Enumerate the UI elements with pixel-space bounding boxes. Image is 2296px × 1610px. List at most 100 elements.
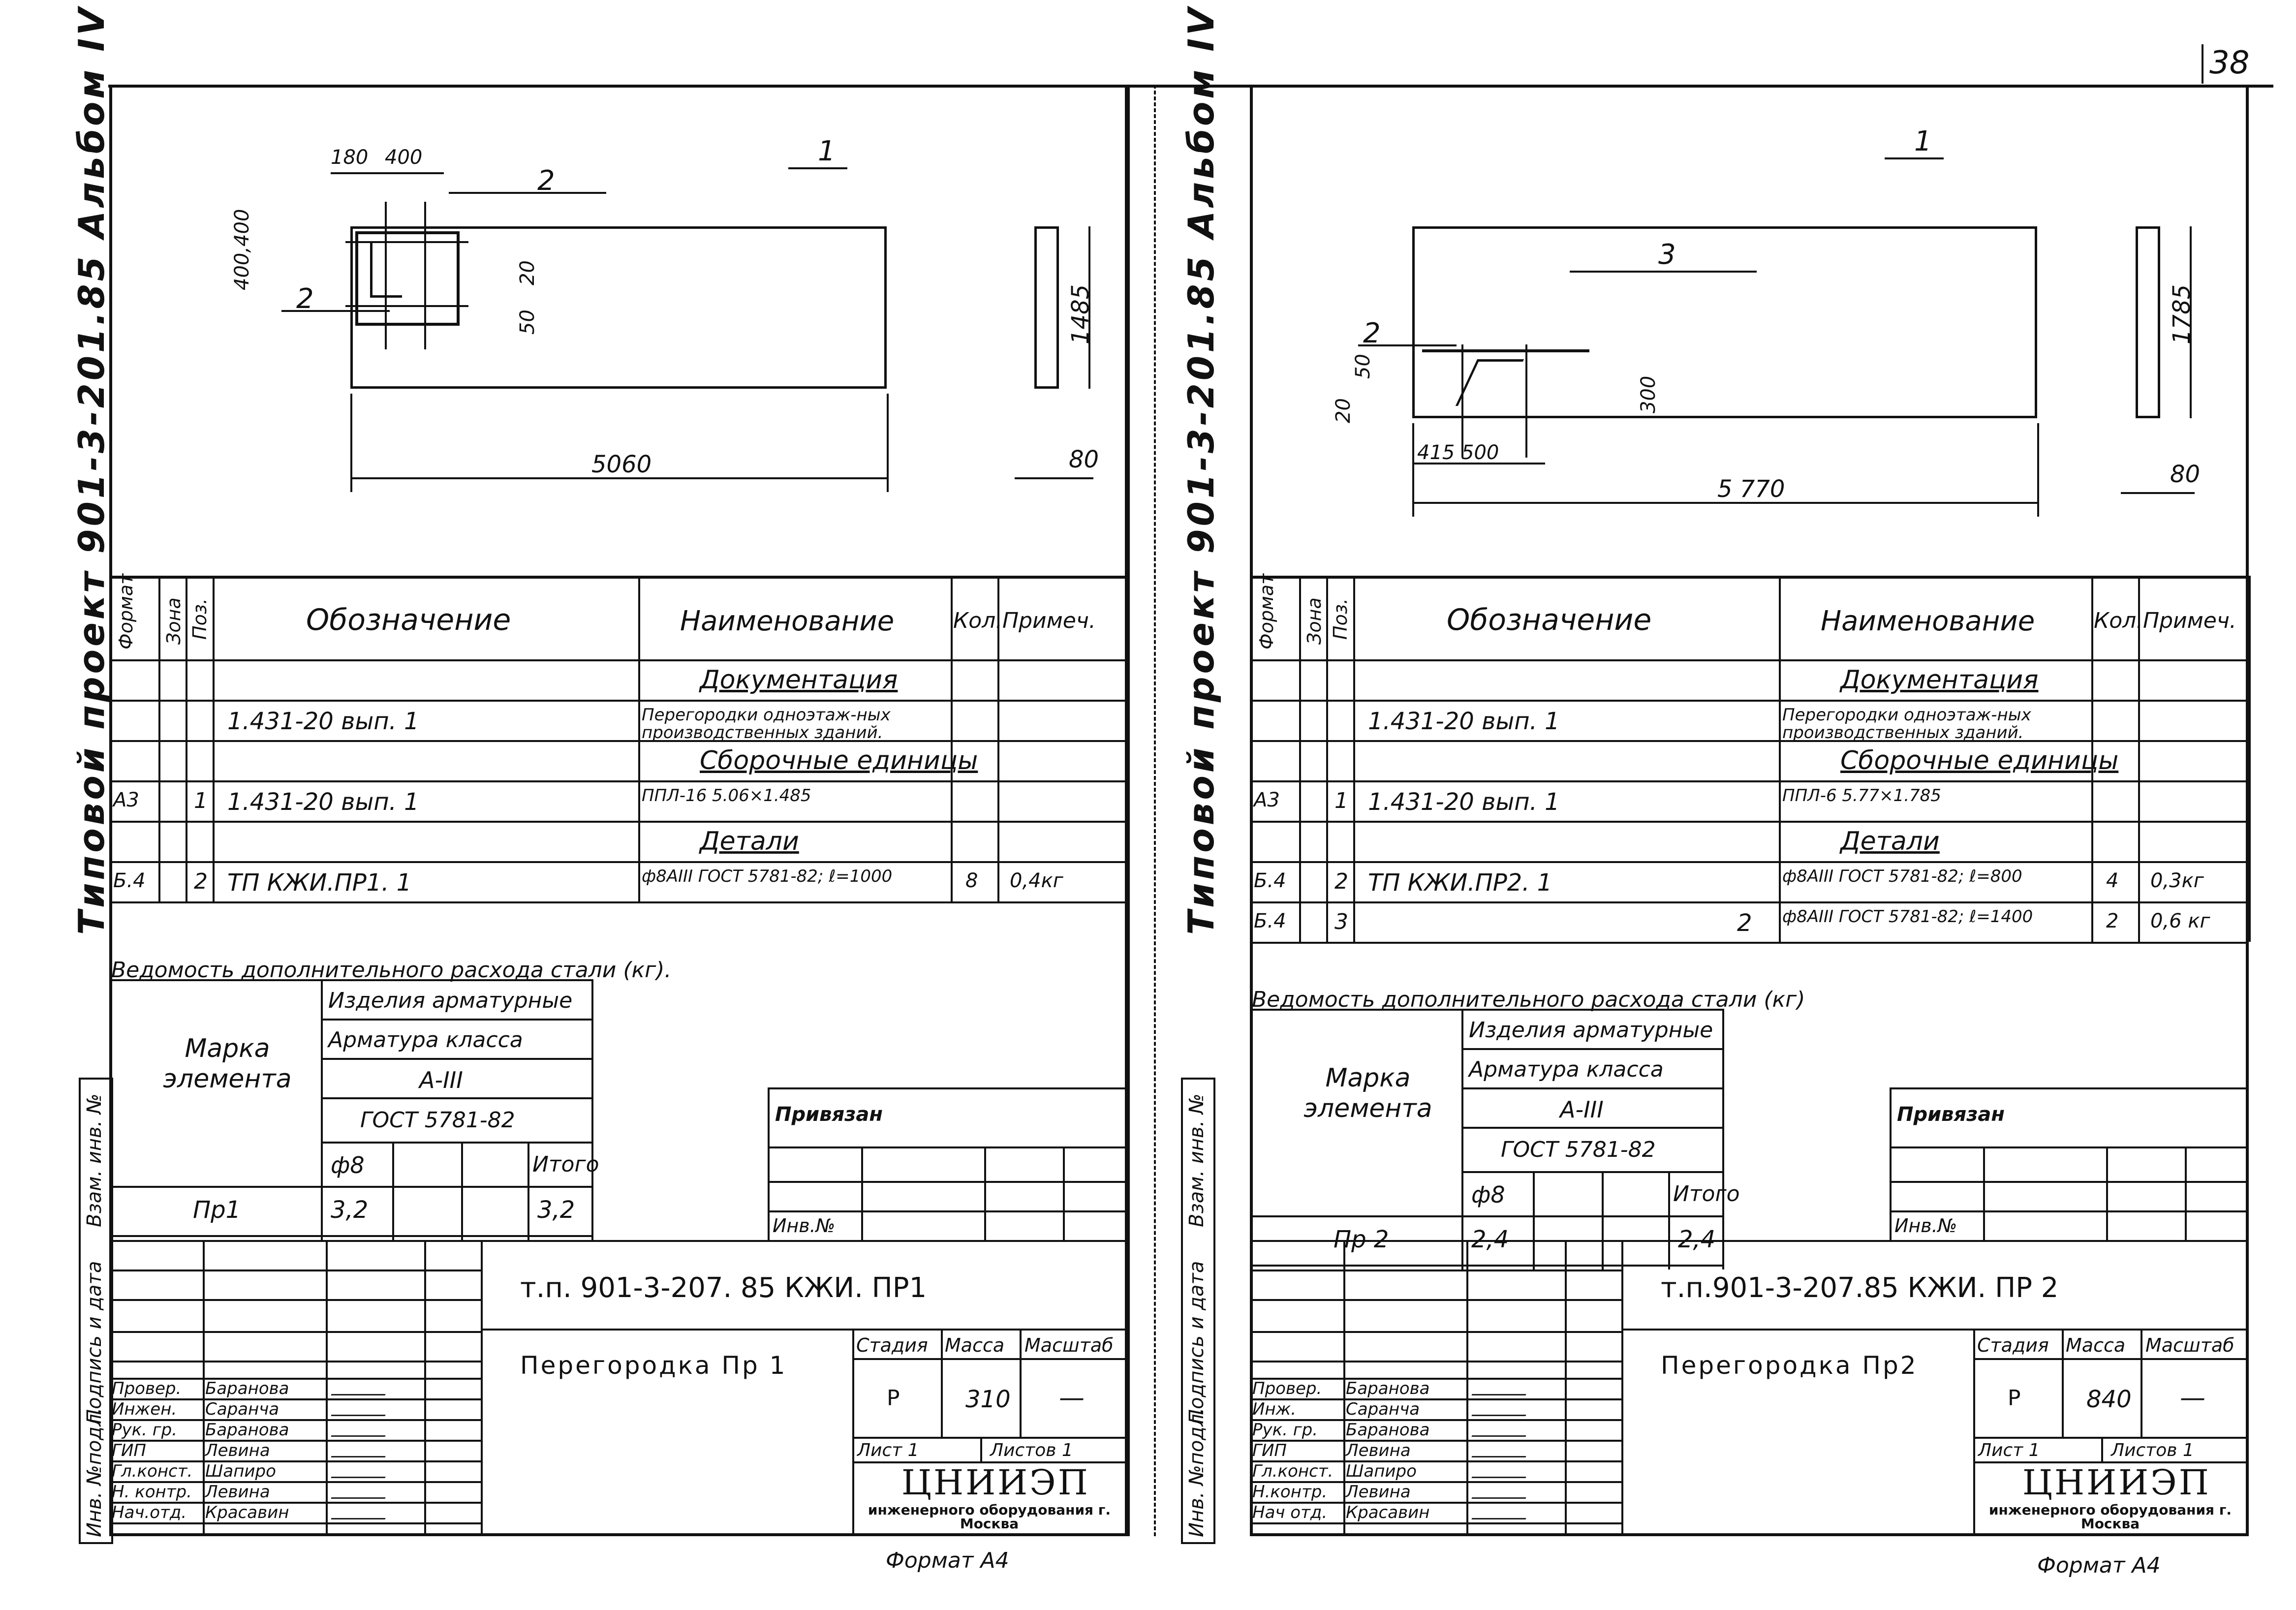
stage-header: Стадия [856,1334,928,1356]
table-rule [768,1087,770,1240]
page-number: 38 [2209,45,2250,81]
dim-ext [2037,423,2039,517]
spec-cell-format: А3 [113,789,139,811]
table-rule [1890,1087,1892,1240]
table-rule [1250,1331,1621,1333]
table-rule [109,1460,481,1462]
table-rule [109,1186,321,1188]
table-rule [1250,700,2249,702]
staff-name: Саранча [1346,1399,1420,1419]
table-rule [984,1146,986,1240]
bound-label: Привязан [1897,1103,2005,1126]
table-rule [2062,1329,2064,1437]
table-rule [1973,1437,2249,1439]
staff-role: Провер. [1252,1379,1322,1398]
table-rule [109,1522,481,1524]
staff-role: Рук. гр. [112,1420,178,1440]
spec-cell-qty: 2 [2106,910,2119,932]
stamp-label-replace: Взам. инв. № [83,1093,106,1227]
spec-header-format: Формат [115,573,137,650]
staff-name: Саранча [205,1399,279,1419]
table-rule [481,1329,1128,1331]
staff-name: Шапиро [205,1461,276,1481]
staff-role: Инж. [1252,1399,1297,1419]
table-rule [1461,1009,1463,1269]
callout-1: 1 [818,135,836,167]
spec-cell-name: ППЛ-6 5.77×1.785 [1782,786,1941,805]
table-rule [2185,1146,2187,1240]
signature [331,1404,390,1416]
table-rule [1621,1240,2249,1242]
staff-name: Баранова [205,1379,289,1398]
dim-small: 50 [1352,354,1374,379]
dim-length: 5060 [591,451,652,478]
callout-2: 2 [1363,317,1381,349]
dim-line [385,202,387,349]
table-rule [109,1419,481,1421]
leader-line [1885,157,1944,159]
panel-outline [1412,226,2037,418]
steel-header-grade: А-III [1560,1096,1604,1123]
spec-header-name: Наименование [1821,605,2035,637]
staff-name: Красавин [1346,1503,1430,1522]
spec-header-pos: Поз. [189,598,211,640]
spec-header-note: Примеч. [1002,608,1096,633]
signature [331,1507,390,1519]
table-rule [1250,1398,1621,1400]
cut-line [1154,85,1156,1536]
table-rule [852,1437,1128,1439]
signature [1471,1466,1530,1478]
table-rule [1668,1171,1670,1269]
spec-cell-name: Перегородки одноэтаж-ных производственны… [1782,705,2031,743]
spec-cell-pos: 1 [1334,788,1348,813]
table-rule [1326,576,1328,942]
table-rule [1250,821,2249,823]
spec-cell-pos: 1 [194,788,208,813]
table-rule [481,1240,1128,1242]
dim-line-length [350,477,887,479]
table-rule [1250,1215,1461,1217]
table-rule [1063,1146,1065,1240]
table-rule [768,1146,1127,1148]
signature [1471,1486,1530,1499]
spec-cell-designation: ТП КЖИ.ПР2. 1 [1368,869,1552,897]
table-rule [321,1142,591,1144]
sheet-count: Листов 1 [990,1440,1073,1460]
spec-section-heading: Документация [700,665,898,695]
table-rule [481,1240,483,1536]
table-rule [392,1142,394,1240]
dim-line [1461,344,1463,458]
dim-thickness: 80 [1069,446,1099,473]
drawing-pr1: 5060 1485 80 180 400 400,400 50 20 1 2 2 [109,89,1128,576]
spec-section-heading: Детали [1840,827,1940,856]
table-rule [109,1240,481,1242]
spec-header-designation: Обозначение [1447,603,1652,637]
signature [1471,1507,1530,1519]
top-border [108,85,2273,88]
spec-cell-name: ф8АIII ГОСТ 5781-82; ℓ=1400 [1782,907,2033,927]
stamp-label-sign: Подпись и дата [1185,1261,1208,1424]
table-rule [638,576,640,901]
signature [1471,1445,1530,1457]
steel-header-items: Изделия арматурные [328,988,573,1013]
table-rule [326,1240,328,1536]
table-rule [109,1378,481,1380]
table-rule [1353,576,1355,942]
steel-header-grade: А-III [419,1067,463,1093]
spec-cell-designation: 1.431-20 вып. 1 [227,788,419,816]
document-code: т.п.901-3-207.85 КЖИ. ПР 2 [1661,1272,2059,1304]
organization-subtitle: инженерного оборудования г. Москва [1988,1502,2232,1532]
steel-total: 2,4 [1678,1226,1716,1253]
dim-line-thickness [2121,492,2195,494]
signature [1471,1424,1530,1437]
table-rule [1250,659,2249,661]
dim-small: 500 [1461,441,1499,464]
table-rule [109,700,1128,702]
table-rule [109,821,1128,823]
table-rule [109,1440,481,1442]
spec-section-heading: Сборочные единицы [700,746,978,775]
dim-line [1412,463,1545,464]
table-rule [321,1019,591,1021]
